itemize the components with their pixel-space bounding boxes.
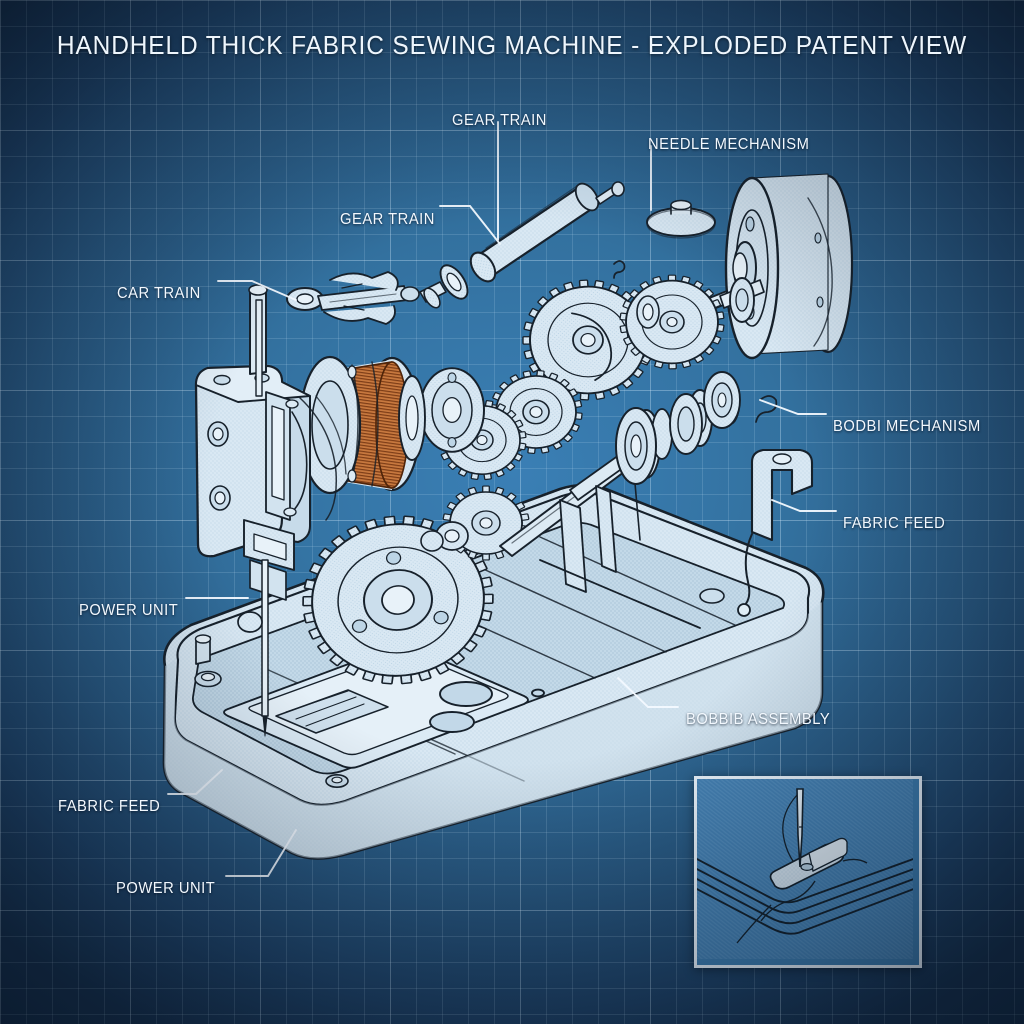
inset-drawing xyxy=(697,779,913,959)
callout-label-fabric-feed-left: FABRIC FEED xyxy=(58,798,161,815)
callout-label-power-unit-bottom: POWER UNIT xyxy=(116,880,216,897)
page-title: HANDHELD THICK FABRIC SEWING MACHINE - E… xyxy=(56,32,968,60)
callout-label-power-unit-mid: POWER UNIT xyxy=(79,602,179,619)
callout-label-gear-train-mid: GEAR TRAIN xyxy=(340,211,435,228)
callout-label-gear-train-top: GEAR TRAIN xyxy=(452,112,547,129)
callout-label-needle-mechanism: NEEDLE MECHANISM xyxy=(648,136,810,153)
callout-label-bobbin-assembly: BOBBIB ASSEMBLY xyxy=(686,711,831,728)
gear-train-cluster xyxy=(419,274,741,485)
shuttle-rod xyxy=(286,271,447,325)
callout-label-fabric-feed-right: FABRIC FEED xyxy=(843,515,946,532)
callout-label-gear-train-left: CAR TRAIN xyxy=(117,285,201,302)
callout-label-bobbin-mechanism: BODBI MECHANISM xyxy=(833,418,981,435)
motor-with-windings xyxy=(298,355,426,495)
stitch-detail-inset xyxy=(694,776,922,968)
thread-cap xyxy=(646,199,716,239)
